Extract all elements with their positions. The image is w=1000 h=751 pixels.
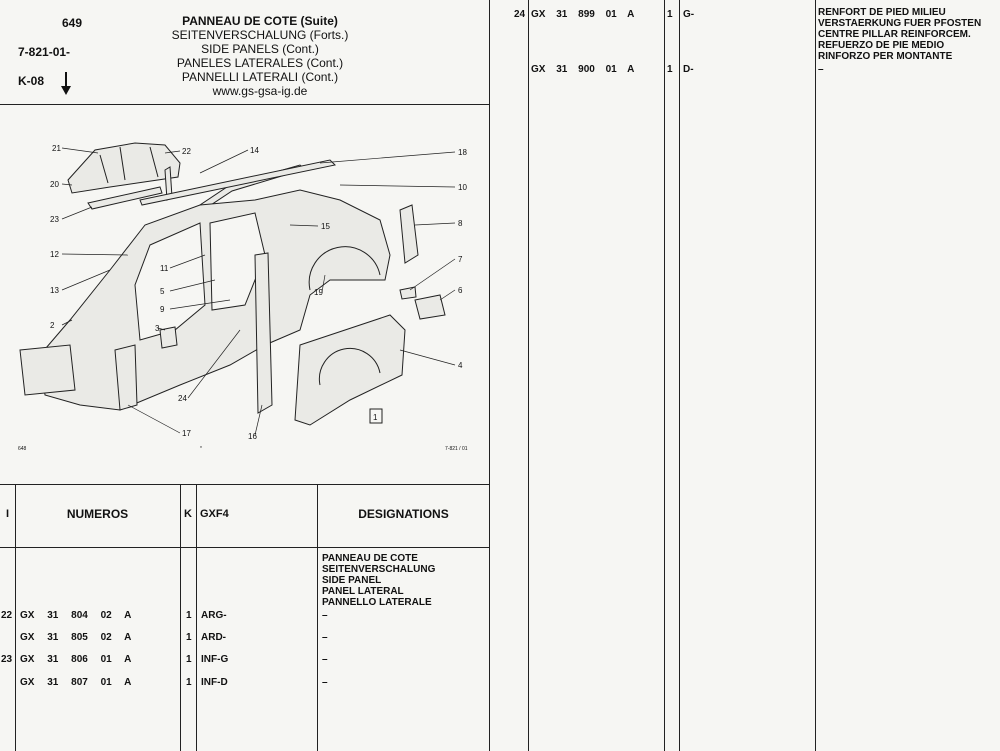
right-row-index: 24 [514, 9, 526, 20]
group-desc-en: SIDE PANEL [322, 575, 382, 586]
callout-22: 22 [182, 147, 191, 156]
right-row-model: D- [683, 64, 694, 75]
diagram-footer-left: 648 [18, 446, 27, 452]
row-part-number: GX 31 806 01 A [20, 654, 132, 665]
title-en: SIDE PANELS (Cont.) [201, 42, 319, 56]
callout-21: 21 [52, 144, 61, 153]
header-k: K [184, 508, 192, 520]
callout-16: 16 [248, 432, 257, 441]
key-code: K-08 [18, 74, 45, 88]
group-desc-fr: PANNEAU DE COTE [322, 553, 418, 564]
callout-5: 5 [160, 287, 165, 296]
row-part-number: GX 31 804 02 A [20, 610, 132, 621]
table-header-bottom [0, 547, 490, 548]
right-col-divider-k [679, 0, 680, 751]
diagram-footer-mid: * [200, 446, 202, 452]
title-it: PANNELLI LATERALI (Cont.) [181, 70, 339, 84]
col-divider-model [317, 484, 318, 751]
callout-2: 2 [50, 321, 55, 330]
right-row-qty: 1 [667, 64, 673, 75]
row-qty: 1 [186, 610, 192, 621]
row-qty: 1 [186, 654, 192, 665]
title-block: PANNEAU DE COTE (Suite) SEITENVERSCHALUN… [90, 15, 430, 105]
callout-13: 13 [50, 286, 59, 295]
col-divider-k [196, 484, 197, 751]
row-desc: – [322, 677, 328, 688]
row-index: 23 [1, 654, 13, 665]
callout-15: 15 [321, 222, 330, 231]
page-number: 649 [62, 16, 83, 30]
callout-20: 20 [50, 180, 59, 189]
callout-6: 6 [458, 286, 463, 295]
exploded-parts-diagram: 21 22 14 18 20 10 23 8 15 12 11 7 5 19 6… [0, 105, 489, 483]
header-designations: DESIGNATIONS [358, 507, 449, 521]
right-desc-it: RINFORZO PER MONTANTE [818, 51, 953, 62]
view-label-box: 1 [373, 413, 378, 422]
title-de: SEITENVERSCHALUNG (Forts.) [171, 28, 349, 42]
callout-8: 8 [458, 219, 463, 228]
row-model: ARG- [201, 610, 227, 621]
group-desc-es: PANEL LATERAL [322, 586, 404, 597]
right-row-desc-dash: – [818, 64, 824, 75]
callout-18: 18 [458, 148, 467, 157]
right-desc-en: CENTRE PILLAR REINFORCEM. [818, 29, 971, 40]
right-desc-de: VERSTAERKUNG FUER PFOSTEN [818, 18, 982, 29]
website-link[interactable]: www.gs-gsa-ig.de [212, 84, 308, 98]
diagram-bottom-border [0, 484, 490, 485]
row-part-number: GX 31 805 02 A [20, 632, 132, 643]
right-col-divider-numeros [664, 0, 665, 751]
diagram-right-border [489, 0, 490, 751]
row-desc: – [322, 632, 328, 643]
group-designation: PANNEAU DE COTE SEITENVERSCHALUNG SIDE P… [322, 553, 487, 608]
title-fr: PANNEAU DE COTE (Suite) [182, 14, 338, 28]
right-row-part-number: GX 31 899 01 A [531, 9, 635, 20]
right-row-desc: RENFORT DE PIED MILIEU VERSTAERKUNG FUER… [818, 7, 998, 62]
right-col-divider-index [528, 0, 529, 751]
diagram-footer-right: 7-821 / 01 [445, 446, 468, 452]
callout-19: 19 [314, 288, 323, 297]
group-desc-it: PANNELLO LATERALE [322, 597, 432, 608]
callout-14: 14 [250, 146, 259, 155]
right-row-qty: 1 [667, 9, 673, 20]
right-desc-fr: RENFORT DE PIED MILIEU [818, 7, 946, 18]
row-part-number: GX 31 807 01 A [20, 677, 132, 688]
header-model: GXF4 [200, 508, 229, 520]
callout-12: 12 [50, 250, 59, 259]
col-divider-index [15, 484, 16, 751]
callout-3: 3 [155, 324, 160, 333]
callout-4: 4 [458, 361, 463, 370]
header-index: I [5, 508, 10, 520]
reference-code: 7-821-01- [18, 45, 71, 59]
callout-24: 24 [178, 394, 187, 403]
col-divider-numeros [180, 484, 181, 751]
row-model: INF-D [201, 677, 228, 688]
right-row-model: G- [683, 9, 695, 20]
title-es: PANELES LATERALES (Cont.) [176, 56, 344, 70]
row-qty: 1 [186, 632, 192, 643]
row-model: ARD- [201, 632, 226, 643]
down-arrow-icon [58, 70, 74, 96]
row-desc: – [322, 610, 328, 621]
row-model: INF-G [201, 654, 229, 665]
row-desc: – [322, 654, 328, 665]
callout-7: 7 [458, 255, 463, 264]
right-desc-es: REFUERZO DE PIE MEDIO [818, 40, 945, 51]
callout-11: 11 [160, 264, 169, 273]
callout-10: 10 [458, 183, 467, 192]
right-col-divider-model [815, 0, 816, 751]
header-numeros: NUMEROS [66, 507, 129, 521]
right-row-part-number: GX 31 900 01 A [531, 64, 635, 75]
diagram-top-border [0, 104, 490, 105]
callout-9: 9 [160, 305, 165, 314]
row-index: 22 [1, 610, 13, 621]
callout-23: 23 [50, 215, 59, 224]
row-qty: 1 [186, 677, 192, 688]
callout-17: 17 [182, 429, 191, 438]
group-desc-de: SEITENVERSCHALUNG [322, 564, 436, 575]
